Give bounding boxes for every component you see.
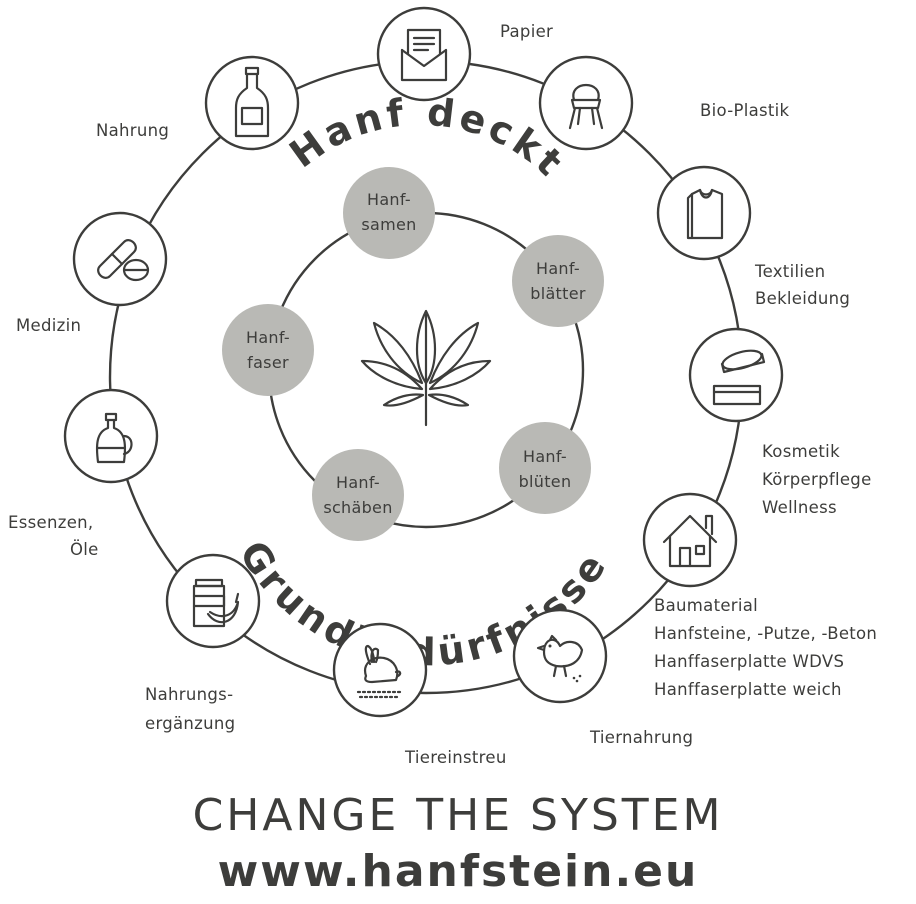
- footer-url[interactable]: www.hanfstein.eu: [217, 846, 699, 897]
- source-hanfblueten: Hanf- blüten: [499, 422, 591, 514]
- use-label-line1: Nahrungs-: [145, 685, 233, 704]
- use-label-line1: Kosmetik: [762, 442, 840, 461]
- use-label: Tiernahrung: [589, 728, 693, 747]
- use-label: Tiereinstreu: [404, 748, 507, 767]
- use-medizin: Medizin: [16, 211, 168, 335]
- source-hanfsamen: Hanf- samen: [343, 167, 435, 259]
- use-kosmetik: Kosmetik Körperpflege Wellness: [688, 327, 872, 517]
- footer-slogan: CHANGE THE SYSTEM: [192, 790, 724, 841]
- source-line2: schäben: [323, 498, 392, 517]
- use-label-line1: Baumaterial: [654, 596, 758, 615]
- use-baumaterial: Baumaterial Hanfsteine, -Putze, -Beton H…: [642, 492, 877, 699]
- source-hanfschaeben: Hanf- schäben: [312, 449, 404, 541]
- supplement-jar-banana-icon: [192, 578, 240, 628]
- cannabis-leaf-icon: [360, 309, 492, 427]
- chicken-icon: [536, 634, 584, 683]
- source-line1: Hanf-: [523, 447, 567, 466]
- use-label-line1: Essenzen,: [8, 513, 93, 532]
- source-circle: [512, 235, 604, 327]
- chair-icon: [568, 84, 604, 130]
- source-line2: blätter: [530, 284, 586, 303]
- use-label-line1: Textilien: [754, 262, 825, 281]
- cream-jar-icon: [712, 349, 766, 406]
- pills-icon: [97, 239, 150, 282]
- use-label: Papier: [500, 22, 553, 41]
- use-bioplastik: Bio-Plastik: [538, 55, 790, 151]
- use-nahrung: Nahrung: [96, 55, 300, 151]
- use-label-line3: Hanffaserplatte WDVS: [654, 652, 844, 671]
- use-textilien: Textilien Bekleidung: [656, 165, 850, 308]
- use-label: Medizin: [16, 316, 81, 335]
- rabbit-icon: [356, 644, 404, 699]
- source-line2: samen: [361, 215, 416, 234]
- source-line1: Hanf-: [336, 473, 380, 492]
- source-line1: Hanf-: [367, 190, 411, 209]
- use-label-line3: Wellness: [762, 498, 837, 517]
- use-essenzen: Essenzen, Öle: [8, 388, 159, 559]
- source-line1: Hanf-: [246, 328, 290, 347]
- source-line2: blüten: [519, 472, 572, 491]
- oil-bottle-icon: [95, 412, 133, 464]
- shirt-icon: [686, 188, 724, 240]
- use-papier: Papier: [376, 6, 553, 102]
- use-label-line2: Körperpflege: [762, 470, 872, 489]
- use-label-line2: ergänzung: [145, 714, 235, 733]
- use-label: Nahrung: [96, 121, 169, 140]
- house-icon: [662, 514, 718, 568]
- source-circle: [312, 449, 404, 541]
- bottle-icon: [234, 66, 270, 138]
- arc-title-top: Hanf deckt: [282, 90, 574, 187]
- use-label-line2: Hanfsteine, -Putze, -Beton: [654, 624, 877, 643]
- source-line2: faser: [247, 353, 289, 372]
- use-nahrungsergaenzung: Nahrungs- ergänzung: [145, 553, 261, 733]
- use-label-line2: Bekleidung: [755, 289, 850, 308]
- use-label-line2: Öle: [70, 540, 99, 559]
- source-circle: [343, 167, 435, 259]
- source-hanfblaetter: Hanf- blätter: [512, 235, 604, 327]
- envelope-letter-icon: [400, 28, 448, 82]
- use-label: Bio-Plastik: [700, 101, 790, 120]
- use-tiereinstreu: Tiereinstreu: [332, 622, 507, 767]
- source-circle: [499, 422, 591, 514]
- source-line1: Hanf-: [536, 259, 580, 278]
- source-circle: [222, 304, 314, 396]
- use-tiernahrung: Tiernahrung: [512, 608, 693, 747]
- use-label-line4: Hanffaserplatte weich: [654, 680, 842, 699]
- source-hanffaser: Hanf- faser: [222, 304, 314, 396]
